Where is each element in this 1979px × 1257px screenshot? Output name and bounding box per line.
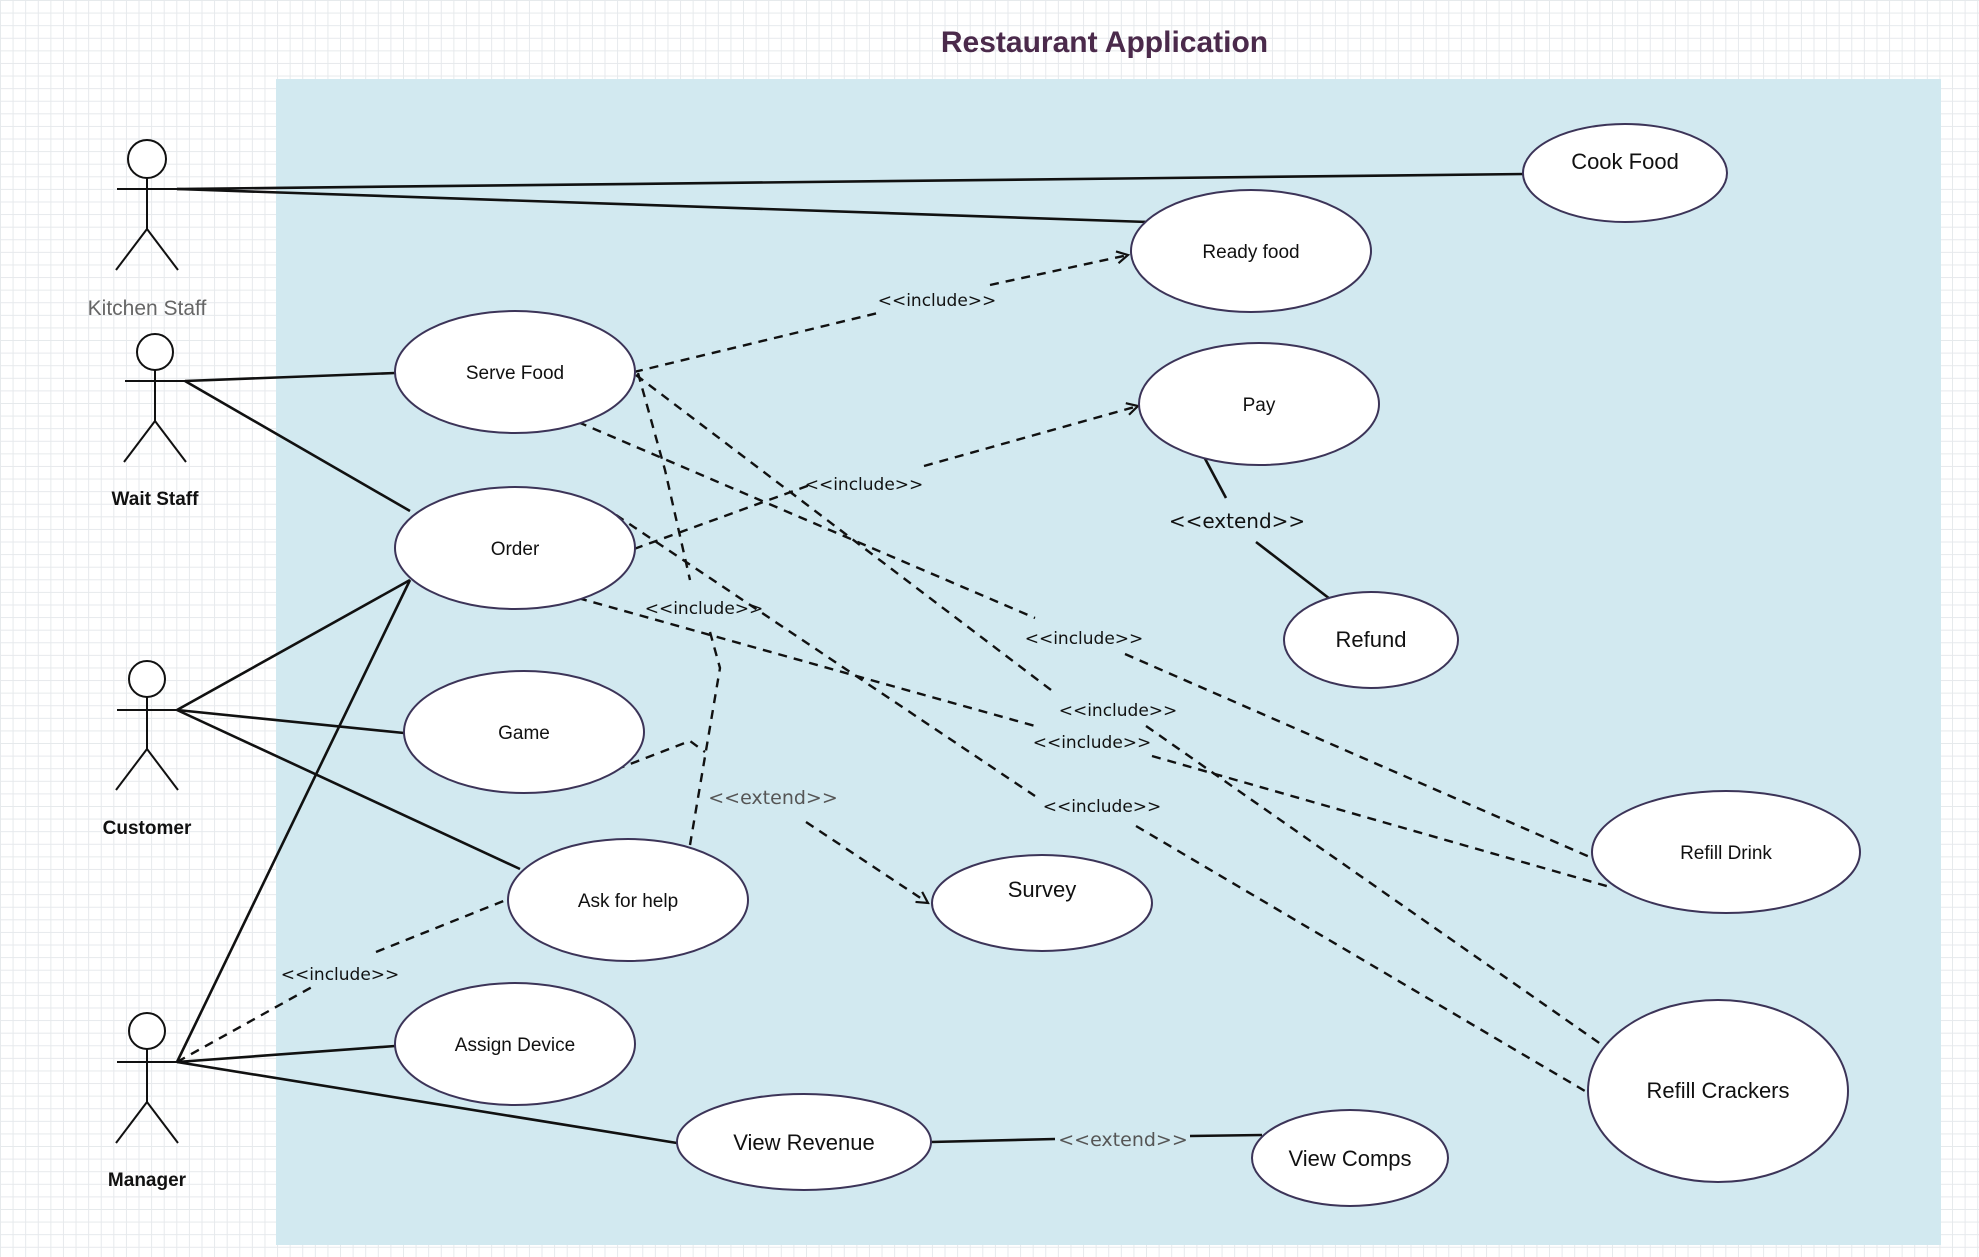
assoc-manager-assign-device bbox=[176, 1044, 396, 1064]
use-case-pay[interactable]: Pay bbox=[1138, 342, 1380, 466]
actor-label-wait-staff: Wait Staff bbox=[112, 489, 200, 510]
assoc-customer-game bbox=[176, 708, 405, 735]
dep-serve-refill-drink-a bbox=[577, 420, 1036, 620]
dep-serve-ready-b bbox=[989, 255, 1128, 287]
svg-text:Refill Crackers: Refill Crackers bbox=[1646, 1078, 1789, 1103]
use-case-order[interactable]: Order bbox=[394, 486, 636, 610]
dep-order-pay-b bbox=[923, 406, 1138, 468]
svg-text:Ready food: Ready food bbox=[1202, 242, 1299, 263]
dependencies bbox=[176, 255, 1611, 1096]
use-case-cook-food[interactable]: Cook Food bbox=[1522, 123, 1728, 223]
assoc-customer-ask-help bbox=[176, 708, 521, 871]
use-case-assign-device[interactable]: Assign Device bbox=[394, 982, 636, 1106]
assoc-revenue-comps-a bbox=[930, 1137, 1056, 1144]
relation-labels: <<include>> <<include>> <<include>> <<in… bbox=[281, 291, 1305, 1151]
assoc-kitchen-cook-food bbox=[176, 172, 1526, 191]
use-case-refill-crackers[interactable]: Refill Crackers bbox=[1587, 999, 1849, 1183]
assoc-manager-view-revenue bbox=[176, 1060, 678, 1145]
dep-serve-refill-crackers-a bbox=[635, 374, 1056, 694]
label-include-askhelp: <<include>> bbox=[645, 599, 764, 619]
use-case-view-revenue[interactable]: View Revenue bbox=[676, 1093, 932, 1191]
use-case-ready-food[interactable]: Ready food bbox=[1130, 189, 1372, 313]
label-include-ready: <<include>> bbox=[878, 291, 997, 311]
svg-text:View Revenue: View Revenue bbox=[733, 1130, 874, 1155]
label-include-manager-help: <<include>> bbox=[281, 965, 400, 985]
dep-manager-askhelp-b bbox=[375, 898, 507, 954]
use-case-survey[interactable]: Survey bbox=[931, 854, 1153, 952]
use-case-view-comps[interactable]: View Comps bbox=[1251, 1109, 1449, 1207]
assoc-revenue-comps-b bbox=[1189, 1133, 1263, 1138]
label-extend-pay-refund: <<extend>> bbox=[1169, 509, 1305, 533]
svg-text:Ask for help: Ask for help bbox=[578, 891, 678, 912]
use-case-game[interactable]: Game bbox=[403, 670, 645, 794]
svg-text:Pay: Pay bbox=[1243, 395, 1276, 416]
assoc-wait-serve-food bbox=[184, 371, 396, 383]
dep-serve-refill-drink-b bbox=[1124, 652, 1593, 860]
label-include-order-drink: <<include>> bbox=[1033, 733, 1152, 753]
use-case-refund[interactable]: Refund bbox=[1283, 591, 1459, 689]
use-case-ask-for-help[interactable]: Ask for help bbox=[507, 838, 749, 962]
associations bbox=[175, 172, 1526, 1145]
actor-label-customer: Customer bbox=[103, 818, 192, 839]
actor-label-kitchen-staff: Kitchen Staff bbox=[88, 297, 207, 320]
actor-kitchen-staff[interactable] bbox=[115, 139, 179, 271]
svg-text:View Comps: View Comps bbox=[1288, 1146, 1411, 1171]
label-include-serve-drink: <<include>> bbox=[1025, 629, 1144, 649]
diagram-title: Restaurant Application bbox=[940, 26, 1269, 59]
label-include-pay: <<include>> bbox=[805, 475, 924, 495]
label-extend-revenue-comps: <<extend>> bbox=[1058, 1129, 1188, 1151]
assoc-customer-order bbox=[176, 578, 411, 712]
dep-serve-askhelp-a bbox=[636, 372, 692, 581]
svg-text:Assign Device: Assign Device bbox=[455, 1035, 575, 1056]
dep-order-refill-crackers-b bbox=[1135, 824, 1591, 1096]
svg-text:Game: Game bbox=[498, 723, 550, 744]
dep-order-refill-crackers-a bbox=[615, 514, 1036, 797]
dep-serve-askhelp-b bbox=[688, 631, 722, 846]
actor-customer[interactable] bbox=[115, 660, 179, 791]
svg-text:Cook Food: Cook Food bbox=[1571, 149, 1679, 174]
svg-text:Survey: Survey bbox=[1008, 877, 1076, 902]
dep-serve-refill-crackers-b bbox=[1145, 725, 1606, 1048]
dep-manager-askhelp-a bbox=[176, 985, 313, 1064]
assoc-kitchen-ready-food bbox=[176, 187, 1149, 224]
svg-text:Refund: Refund bbox=[1336, 627, 1407, 652]
assoc-manager-order bbox=[175, 579, 412, 1063]
svg-text:Refill Drink: Refill Drink bbox=[1680, 843, 1772, 864]
label-extend-game-survey: <<extend>> bbox=[708, 787, 838, 809]
actor-label-manager: Manager bbox=[108, 1170, 187, 1191]
svg-text:Order: Order bbox=[491, 539, 540, 560]
svg-text:Serve Food: Serve Food bbox=[466, 363, 564, 384]
actor-manager[interactable] bbox=[115, 1012, 179, 1144]
assoc-wait-order bbox=[184, 379, 411, 513]
dep-game-survey-b bbox=[805, 821, 928, 903]
actor-wait-staff[interactable] bbox=[123, 333, 187, 463]
use-case-refill-drink[interactable]: Refill Drink bbox=[1591, 790, 1861, 914]
assoc-pay-extend-a bbox=[1200, 452, 1228, 499]
assoc-pay-extend-b bbox=[1255, 540, 1331, 601]
use-case-serve-food[interactable]: Serve Food bbox=[394, 310, 636, 434]
label-include-serve-crackers: <<include>> bbox=[1059, 701, 1178, 721]
dep-serve-ready bbox=[633, 310, 883, 374]
label-include-order-crackers: <<include>> bbox=[1043, 797, 1162, 817]
